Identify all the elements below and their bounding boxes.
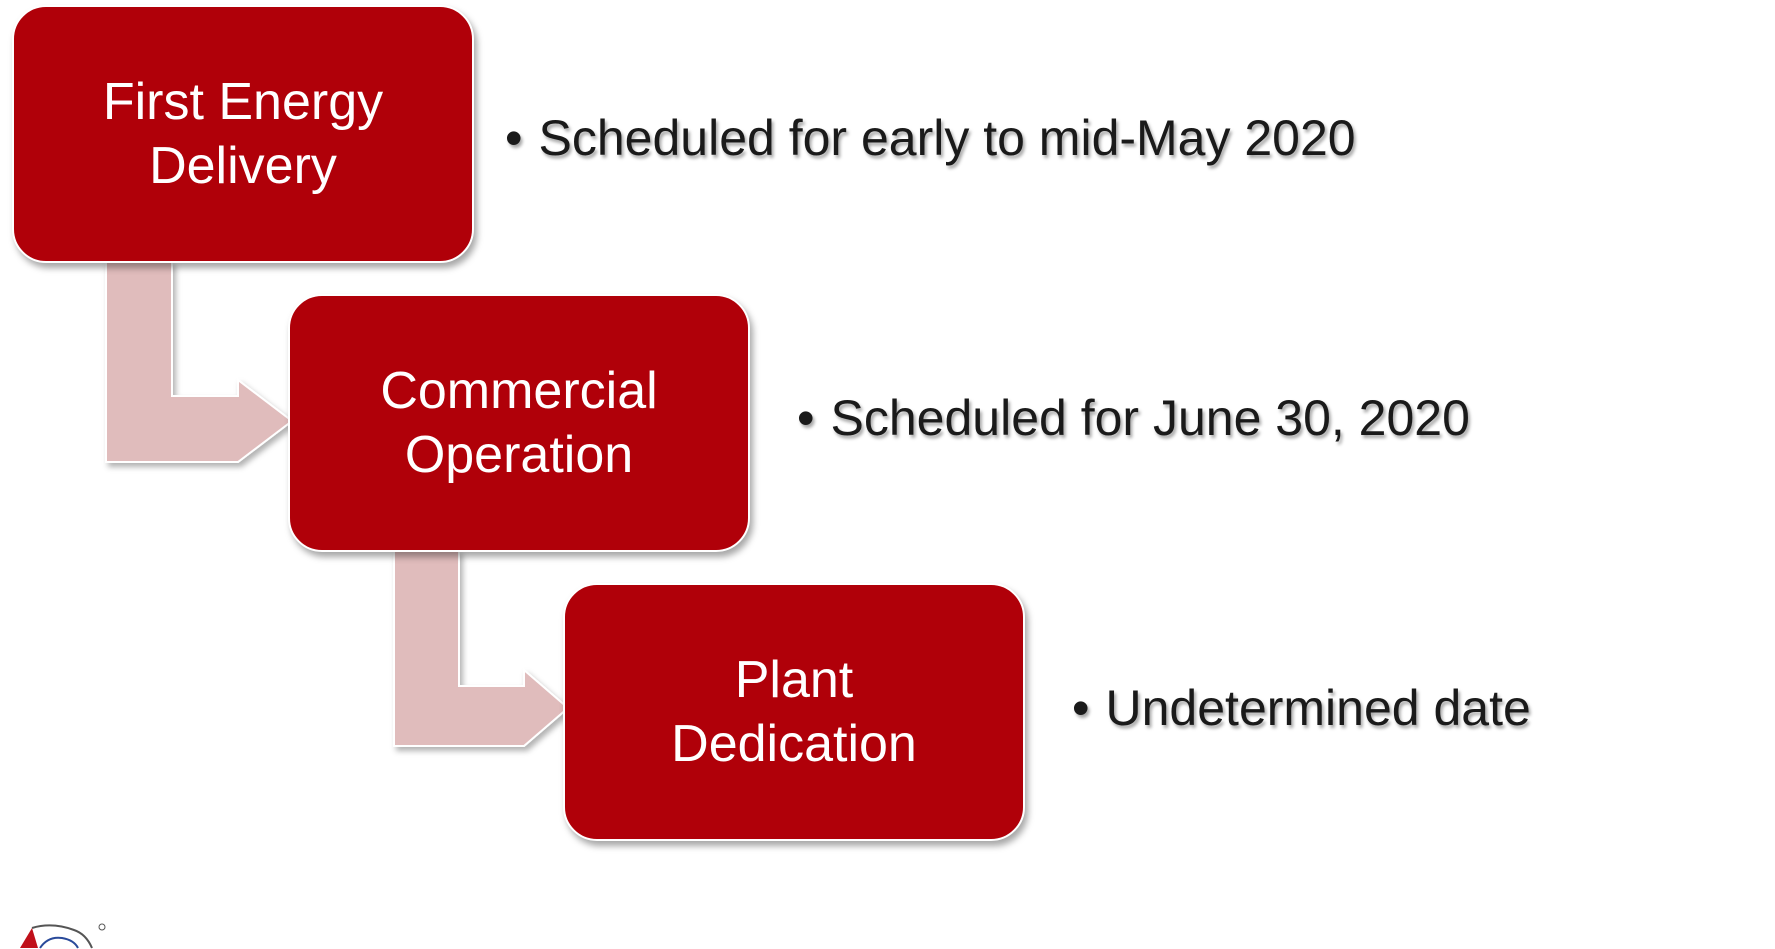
bullet-icon: • xyxy=(1072,680,1090,736)
step-note-first-energy-delivery: • Scheduled for early to mid-May 2020 xyxy=(505,108,1356,168)
step-label: First Energy Delivery xyxy=(102,73,384,195)
step-box-commercial-operation: Commercial Operation xyxy=(288,294,750,552)
step-box-first-energy-delivery: First Energy Delivery xyxy=(12,5,474,263)
step-label: Commercial Operation xyxy=(380,362,658,484)
organization-logo-icon xyxy=(20,923,106,949)
step-box-plant-dedication: Plant Dedication xyxy=(563,583,1025,841)
note-text: Undetermined date xyxy=(1105,680,1531,736)
step-note-commercial-operation: • Scheduled for June 30, 2020 xyxy=(797,388,1470,448)
note-text: Scheduled for early to mid-May 2020 xyxy=(538,110,1356,166)
note-text: Scheduled for June 30, 2020 xyxy=(830,390,1470,446)
bullet-icon: • xyxy=(505,110,523,166)
bullet-icon: • xyxy=(797,390,815,446)
step-note-plant-dedication: • Undetermined date xyxy=(1072,678,1531,738)
arrow-step2-to-step3 xyxy=(393,550,570,747)
arrow-step1-to-step2 xyxy=(105,261,294,463)
step-label: Plant Dedication xyxy=(671,651,917,773)
